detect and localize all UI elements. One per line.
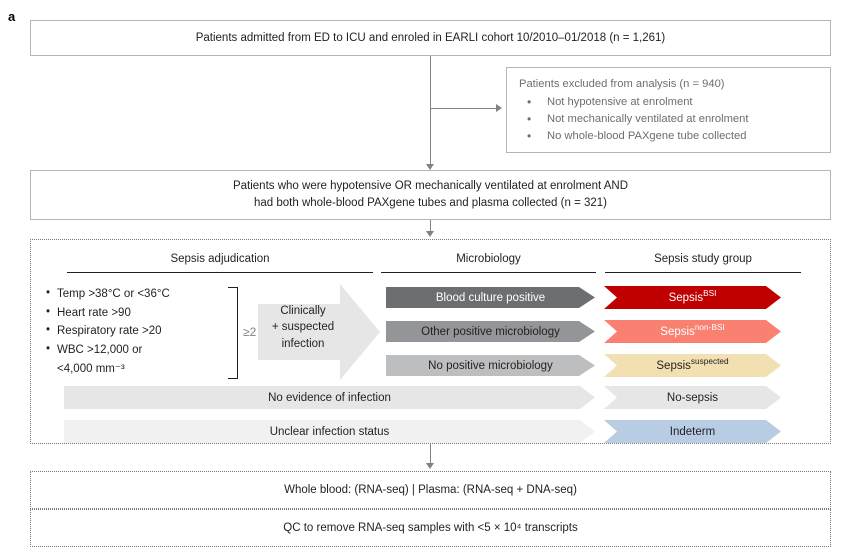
study-group-label: Indeterm: [669, 425, 716, 438]
arrow-shape: [64, 386, 595, 409]
excluded-item: Not mechanically ventilated at enrolment: [517, 110, 820, 128]
study-group-label: No-sepsis: [666, 391, 719, 404]
study-group-arrow-sepsis-non-bsi: Sepsisnon-BSI: [604, 320, 781, 343]
node-enrolment: Patients admitted from ED to ICU and enr…: [30, 20, 831, 56]
excluded-item: No whole-blood PAXgene tube collected: [517, 127, 820, 145]
microbiology-label: Blood culture positive: [435, 291, 546, 304]
study-group-arrow-sepsis-bsi: SepsisBSI: [604, 286, 781, 309]
node-excluded: Patients excluded from analysis (n = 940…: [506, 67, 831, 153]
node-included-line1: Patients who were hypotensive OR mechani…: [232, 180, 629, 193]
gateway-block-arrow: Clinically + suspected infection: [258, 284, 380, 380]
column-header-microbiology: Microbiology: [456, 253, 521, 265]
criteria-item-continuation: <4,000 mm⁻³: [57, 362, 125, 375]
wide-row-label: Unclear infection status: [269, 425, 390, 438]
study-group-arrow-sepsis-suspected: Sepsissuspected: [604, 354, 781, 377]
column-rule-2: [381, 272, 596, 273]
arrow-shape: [64, 420, 595, 443]
column-rule-1: [67, 272, 373, 273]
microbiology-label: Other positive microbiology: [421, 325, 560, 338]
node-sequencing: Whole blood: (RNA-seq) | Plasma: (RNA-se…: [30, 471, 831, 509]
microbiology-arrow-other-positive-microbiology: Other positive microbiology: [386, 321, 595, 342]
criteria-item: Heart rate >90: [46, 303, 226, 323]
node-included-line2: had both whole-blood PAXgene tubes and p…: [253, 197, 607, 209]
node-qc: QC to remove RNA-seq samples with <5 × 1…: [30, 509, 831, 547]
gateway-line-1: Clinically: [280, 305, 326, 317]
connector-vertical-main: [430, 56, 431, 168]
excluded-item: Not hypotensive at enrolment: [517, 93, 820, 111]
arrow-shape: [604, 354, 781, 377]
connector-arrowhead-to-included: [426, 164, 434, 170]
microbiology-arrow-blood-culture-positive: Blood culture positive: [386, 287, 595, 308]
node-enrolment-text: Patients admitted from ED to ICU and enr…: [195, 31, 666, 44]
connector-arrowhead-to-excluded: [496, 104, 502, 112]
arrow-shape: [386, 287, 595, 308]
column-header-sepsis-adjudication: Sepsis adjudication: [170, 253, 270, 265]
criteria-item: WBC >12,000 or: [46, 340, 226, 360]
wide-row-label: No evidence of infection: [268, 391, 391, 404]
node-sequencing-text: Whole blood: (RNA-seq) | Plasma: (RNA-se…: [284, 484, 577, 496]
gateway-line-2: + suspected: [271, 321, 335, 334]
criteria-item: Temp >38°C or <36°C: [46, 284, 226, 304]
connector-vertical-to-panel: [430, 220, 431, 233]
arrow-shape: [604, 320, 781, 343]
connector-vertical-to-sequencing: [430, 444, 431, 465]
criteria-threshold: ≥2: [243, 325, 257, 339]
arrow-shape: [604, 420, 781, 443]
study-group-arrow-indeterm: Indeterm: [604, 420, 781, 443]
criteria-list: Temp >38°C or <36°C Heart rate >90 Respi…: [46, 284, 226, 378]
arrow-shape: [604, 386, 781, 409]
wide-row-unclear-infection-status: Unclear infection status: [64, 420, 595, 443]
study-group-label: Sepsisnon-BSI: [660, 322, 725, 338]
study-group-arrow-no-sepsis: No-sepsis: [604, 386, 781, 409]
arrow-shape: [604, 286, 781, 309]
node-qc-text: QC to remove RNA-seq samples with <5 × 1…: [283, 522, 578, 534]
excluded-title: Patients excluded from analysis (n = 940…: [519, 78, 725, 90]
microbiology-arrow-no-positive-microbiology: No positive microbiology: [386, 355, 595, 376]
criteria-bracket: [228, 287, 238, 379]
microbiology-label: No positive microbiology: [428, 359, 553, 372]
column-rule-3: [605, 272, 801, 273]
excluded-list: Not hypotensive at enrolment Not mechani…: [517, 93, 820, 145]
study-group-label: SepsisBSI: [668, 288, 717, 304]
gateway-text: Clinically + suspected infection: [266, 303, 340, 352]
arrow-shape: [386, 355, 595, 376]
connector-arrowhead-to-sequencing: [426, 463, 434, 469]
study-group-label: Sepsissuspected: [656, 356, 729, 372]
block-arrow-shape: [258, 284, 380, 380]
arrow-shape: [386, 321, 595, 342]
gateway-line-3: infection: [281, 337, 325, 350]
connector-horizontal-to-excluded: [430, 108, 496, 109]
node-included: Patients who were hypotensive OR mechani…: [30, 170, 831, 220]
panel-label: a: [8, 9, 16, 24]
column-header-sepsis-study-group: Sepsis study group: [654, 253, 752, 265]
connector-arrowhead-to-panel: [426, 231, 434, 237]
criteria-item: Respiratory rate >20: [46, 321, 226, 341]
wide-row-no-evidence-of-infection: No evidence of infection: [64, 386, 595, 409]
